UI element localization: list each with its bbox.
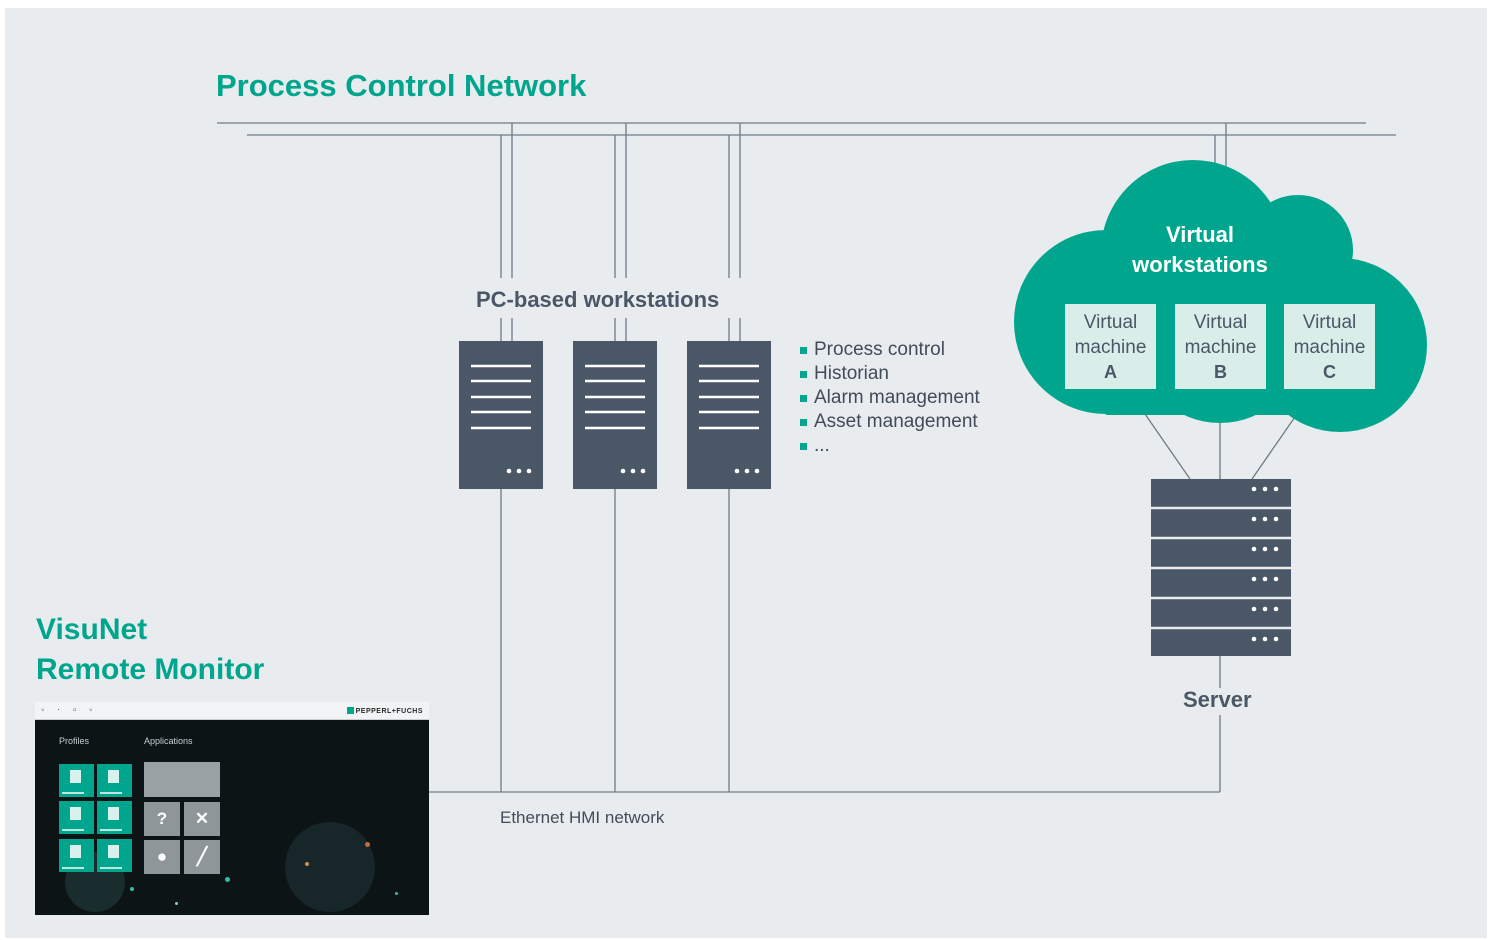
virtual-machine-a: Virtual machine A xyxy=(1065,304,1156,389)
vm-label-line2: machine xyxy=(1293,337,1366,358)
workstation-tower-3 xyxy=(687,341,771,489)
profile-tile[interactable] xyxy=(97,764,132,797)
ethernet-hmi-network xyxy=(429,489,1221,793)
vm-label-line1: Virtual xyxy=(1302,312,1357,333)
virtual-machine-b: Virtual machine B xyxy=(1175,304,1266,389)
network-title: Process Control Network xyxy=(216,68,587,103)
screen-toolbar-icon: ⋅ xyxy=(57,705,61,716)
remote-monitor-title: VisuNet Remote Monitor xyxy=(36,610,264,690)
profile-tile[interactable] xyxy=(97,839,132,872)
function-item: Process control xyxy=(800,338,980,362)
remote-monitor-title-line2: Remote Monitor xyxy=(36,653,265,686)
cloud-title: Virtual workstations xyxy=(1110,220,1290,280)
application-wide-tile[interactable] xyxy=(144,762,220,797)
vm-letter: C xyxy=(1323,362,1336,382)
cloud-title-line1: Virtual xyxy=(1165,222,1235,247)
bullet-square-icon xyxy=(800,443,807,450)
profile-tile[interactable] xyxy=(59,839,94,872)
globe-icon[interactable]: ● xyxy=(144,840,180,874)
function-item: ... xyxy=(800,434,980,458)
screen-toolbar-icon: ▫ xyxy=(73,705,77,716)
workstation-tower-2 xyxy=(573,341,657,489)
remote-monitor-title-line1: VisuNet xyxy=(36,613,148,646)
pen-icon[interactable]: ╱ xyxy=(184,840,220,874)
bullet-square-icon xyxy=(800,347,807,354)
bullet-square-icon xyxy=(800,395,807,402)
screen-toolbar-icon: ◦ xyxy=(41,705,45,716)
remote-monitor-screenshot: ◦ ⋅ ▫ ◦ PEPPERL+FUCHS Profiles Applicati… xyxy=(35,702,429,915)
process-control-bus xyxy=(217,122,1396,136)
function-item: Alarm management xyxy=(800,386,980,410)
hmi-network-label: Ethernet HMI network xyxy=(500,808,665,827)
profile-tile[interactable] xyxy=(59,801,94,834)
bullet-square-icon xyxy=(800,419,807,426)
vm-label-line1: Virtual xyxy=(1083,312,1138,333)
screen-toolbar-icon: ◦ xyxy=(89,705,93,716)
tools-icon[interactable]: ✕ xyxy=(184,802,220,836)
vm-label-line1: Virtual xyxy=(1193,312,1248,333)
function-item: Historian xyxy=(800,362,980,386)
brand-logo: PEPPERL+FUCHS xyxy=(346,702,423,719)
vm-letter: B xyxy=(1214,362,1227,382)
profile-tile[interactable] xyxy=(97,801,132,834)
rack-server-icon xyxy=(1151,479,1291,656)
screen-toolbar: ◦ ⋅ ▫ ◦ PEPPERL+FUCHS xyxy=(35,702,429,720)
workstation-tower-1 xyxy=(459,341,543,489)
applications-label: Applications xyxy=(144,736,193,746)
cloud-title-line2: workstations xyxy=(1132,252,1268,277)
vm-letter: A xyxy=(1104,362,1117,382)
virtual-machine-c: Virtual machine C xyxy=(1284,304,1375,389)
bullet-square-icon xyxy=(800,371,807,378)
vm-to-server-links xyxy=(1144,413,1298,480)
vm-label-line2: machine xyxy=(1074,337,1147,358)
function-item: Asset management xyxy=(800,410,980,434)
workstations-title: PC-based workstations xyxy=(476,287,720,312)
profiles-label: Profiles xyxy=(59,736,90,746)
profile-tile[interactable] xyxy=(59,764,94,797)
workstation-drops xyxy=(500,123,741,341)
help-icon[interactable]: ? xyxy=(144,802,180,836)
workstation-functions-list: Process control Historian Alarm manageme… xyxy=(800,338,980,458)
vm-label-line2: machine xyxy=(1184,337,1257,358)
server-label: Server xyxy=(1183,687,1252,712)
